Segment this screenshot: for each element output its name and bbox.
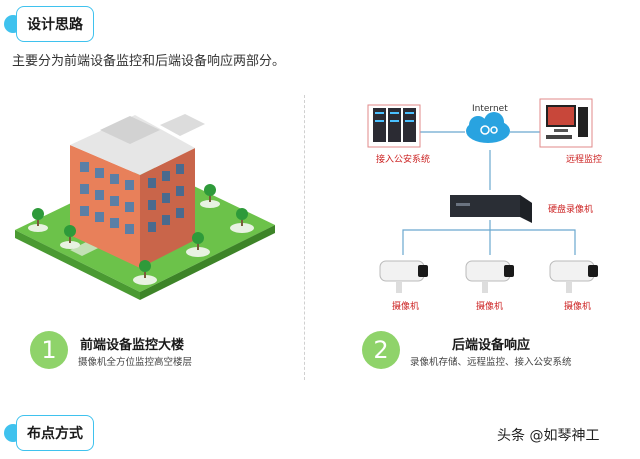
camera-icons — [379, 260, 598, 293]
right-panel-title: 后端设备响应 — [452, 338, 531, 353]
system-diagram — [367, 98, 598, 293]
pc-label: 远程监控 — [566, 155, 603, 165]
internet-label: Internet — [472, 104, 508, 114]
watermark: 头条 @如琴神工 — [497, 428, 600, 444]
left-panel-subtitle: 摄像机全方位监控高空楼层 — [78, 357, 193, 368]
camera-label-3: 摄像机 — [564, 302, 592, 312]
computer-icon — [539, 98, 593, 148]
nvr-label: 硬盘录像机 — [548, 205, 594, 215]
section-title: 设计思路 — [16, 6, 94, 42]
left-panel-title: 前端设备监控大楼 — [80, 338, 185, 353]
camera-label-2: 摄像机 — [476, 302, 504, 312]
building-illustration — [15, 114, 275, 300]
intro-text: 主要分为前端设备监控和后端设备响应两部分。 — [12, 54, 286, 69]
right-panel-subtitle: 录像机存储、远程监控、接入公安系统 — [410, 357, 572, 368]
camera-label-1: 摄像机 — [392, 302, 420, 312]
server-label: 接入公安系统 — [376, 155, 431, 165]
cloud-icon — [466, 112, 510, 143]
nvr-icon — [450, 195, 532, 223]
panel-divider — [304, 95, 305, 380]
number-circle-1: 1 — [30, 331, 68, 369]
server-icon — [367, 104, 421, 148]
section-title: 布点方式 — [16, 415, 94, 451]
number-circle-2: 2 — [362, 331, 400, 369]
